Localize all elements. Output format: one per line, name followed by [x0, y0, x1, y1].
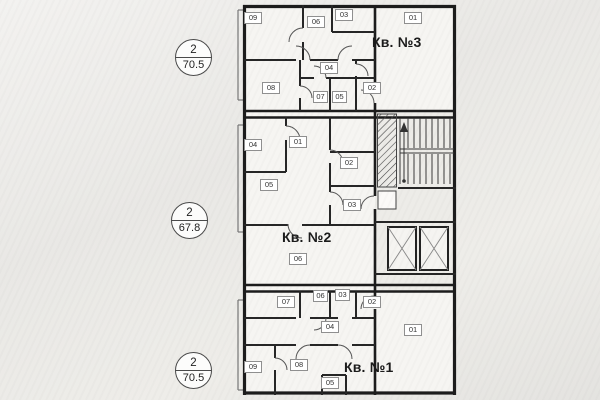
room-label-apt3-03: 03 — [335, 9, 353, 21]
badge-area-value: 70.5 — [182, 372, 205, 385]
interior-walls-apt3 — [244, 5, 375, 111]
area-badge-apt2: 2 67.8 — [171, 202, 208, 239]
badge-area-value: 70.5 — [182, 59, 205, 72]
room-label-apt2-05: 05 — [260, 179, 278, 191]
unit-divider-walls — [243, 5, 456, 395]
room-label-apt2-04: 04 — [244, 139, 262, 151]
outer-walls — [242, 4, 457, 395]
apartment-title-2: Кв. №2 — [282, 229, 332, 245]
room-label-apt3-01: 01 — [404, 12, 422, 24]
room-label-apt1-03: 03 — [335, 289, 350, 301]
room-label-apt3-06: 06 — [307, 16, 325, 28]
badge-divider — [176, 370, 211, 372]
stair-core-walls — [375, 187, 456, 275]
room-label-apt2-06: 06 — [289, 253, 307, 265]
room-label-apt2-01: 01 — [289, 136, 307, 148]
room-label-apt3-04: 04 — [320, 62, 338, 74]
room-label-apt2-03: 03 — [343, 199, 361, 211]
badge-divider — [172, 220, 207, 222]
apartment-title-1: Кв. №1 — [344, 359, 394, 375]
room-label-apt1-06: 06 — [313, 290, 328, 302]
room-label-apt3-05: 05 — [332, 91, 347, 103]
room-label-apt2-02: 02 — [340, 157, 358, 169]
room-label-apt1-02: 02 — [363, 296, 381, 308]
area-badge-apt1: 2 70.5 — [175, 352, 212, 389]
elevator-shafts — [387, 226, 449, 271]
apartment-title-3: Кв. №3 — [372, 34, 422, 50]
badge-divider — [176, 57, 211, 59]
shaft-hatch — [377, 113, 397, 210]
room-label-apt1-05: 05 — [321, 377, 339, 389]
room-label-apt3-08: 08 — [262, 82, 280, 94]
badge-area-value: 67.8 — [178, 222, 201, 235]
badge-floor-number: 2 — [190, 43, 197, 56]
room-label-apt3-02: 02 — [363, 82, 381, 94]
room-label-apt1-09: 09 — [244, 361, 262, 373]
interior-walls-apt1 — [244, 291, 375, 395]
staircase — [399, 118, 454, 184]
badge-floor-number: 2 — [186, 206, 193, 219]
room-label-apt3-07: 07 — [313, 91, 328, 103]
interior-walls-apt2 — [244, 117, 375, 226]
room-label-apt1-07: 07 — [277, 296, 295, 308]
stair-direction-arrow — [400, 122, 408, 183]
badge-floor-number: 2 — [190, 356, 197, 369]
room-label-apt1-04: 04 — [321, 321, 339, 333]
room-label-apt1-01: 01 — [404, 324, 422, 336]
room-label-apt1-08: 08 — [290, 359, 308, 371]
area-badge-apt3: 2 70.5 — [175, 39, 212, 76]
room-label-apt3-09: 09 — [244, 12, 262, 24]
